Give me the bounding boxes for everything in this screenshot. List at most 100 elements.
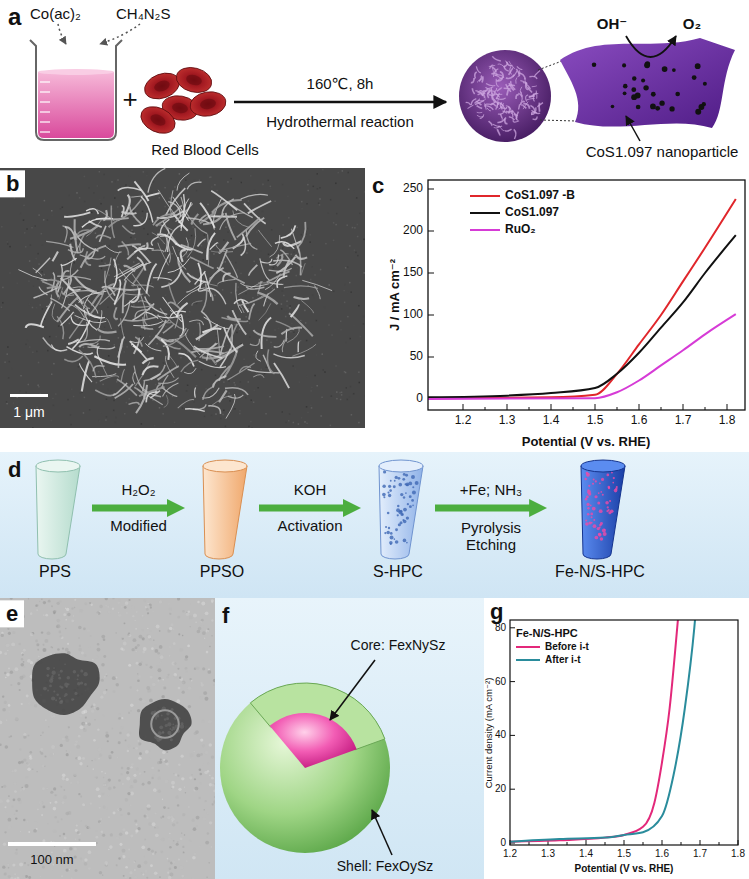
tem-noise: [189, 603, 190, 604]
nanosheet-edge: [57, 276, 91, 280]
sem-noise: [270, 186, 272, 188]
sem-noise: [200, 180, 202, 182]
sem-noise: [83, 412, 85, 414]
sem-noise: [71, 388, 73, 390]
tem-noise: [14, 813, 16, 815]
reagent-arrow: [58, 24, 66, 44]
sem-noise: [84, 176, 86, 178]
nanosheet-edge: [146, 264, 156, 294]
tem-noise: [118, 599, 121, 602]
tem-noise: [128, 634, 131, 637]
petal: [509, 68, 514, 75]
sem-noise: [215, 375, 217, 377]
nanosheet-edge: [178, 354, 193, 367]
sem-noise: [290, 331, 292, 333]
sem-noise: [102, 241, 104, 243]
tem-noise: [116, 864, 118, 866]
sem-noise: [227, 207, 229, 209]
nanosheet-edge: [208, 268, 224, 285]
tem-noise: [168, 723, 171, 726]
sem-noise: [204, 240, 206, 242]
sem-noise: [350, 291, 352, 293]
tem-noise: [8, 795, 10, 797]
nanosheet-edge: [79, 363, 92, 382]
tem-noise: [118, 857, 120, 859]
tem-noise: [159, 630, 161, 632]
tem-noise: [168, 603, 170, 605]
nanosheet-edge: [196, 325, 218, 340]
sem-noise: [8, 377, 10, 379]
sem-noise: [220, 418, 222, 420]
sem-noise: [322, 169, 324, 171]
tem-noise: [125, 876, 127, 878]
sem-noise: [185, 369, 187, 371]
tem-noise: [205, 751, 209, 755]
sem-noise: [186, 390, 188, 392]
sem-noise: [169, 197, 171, 199]
tem-noise: [105, 773, 106, 774]
sem-noise: [80, 392, 82, 394]
tem-noise: [108, 816, 110, 818]
sem-noise: [318, 202, 320, 204]
sem-noise: [107, 306, 109, 308]
sem-noise: [84, 397, 86, 399]
tem-noise: [61, 636, 64, 639]
sem-noise: [36, 351, 38, 353]
tem-noise: [99, 871, 102, 874]
red-blood-cell: [137, 102, 180, 139]
nanosheet-edge: [294, 297, 310, 299]
nanosheet-edge: [74, 231, 98, 251]
tem-noise: [6, 643, 10, 647]
tem-noise: [177, 598, 180, 601]
nanosheet-edge: [192, 301, 203, 306]
sem-noise: [44, 274, 46, 276]
tem-noise: [103, 691, 107, 695]
sem-noise: [215, 413, 217, 415]
tem-noise: [86, 705, 89, 708]
tem-noise: [12, 631, 15, 634]
nanosheet-edge: [113, 383, 127, 395]
sem-noise: [268, 254, 270, 256]
tem-noise: [125, 866, 128, 869]
tem-noise: [21, 703, 23, 705]
nanosheet-edge: [88, 343, 99, 347]
sem-noise: [331, 395, 333, 397]
sem-noise: [36, 307, 38, 309]
sem-noise: [108, 343, 110, 345]
tem-noise: [63, 613, 66, 616]
petal: [505, 129, 511, 131]
tem-noise: [131, 605, 134, 608]
nanosheet-edge: [142, 358, 153, 364]
nanosheet-edge: [121, 369, 125, 382]
nanoparticle: [631, 87, 636, 92]
sem-noise: [335, 183, 337, 185]
tem-noise: [207, 832, 209, 834]
tem-noise: [202, 817, 206, 821]
nanosheet-edge: [56, 281, 59, 297]
nanosheet-edge: [91, 284, 114, 306]
nanosheet-edge: [281, 225, 296, 238]
sem-noise: [62, 297, 64, 299]
tem-noise: [130, 781, 132, 783]
sem-noise: [322, 369, 324, 371]
sem-noise: [238, 286, 240, 288]
sem-noise: [347, 172, 349, 174]
petal: [466, 102, 471, 105]
petal: [520, 87, 522, 93]
tem-noise: [71, 877, 73, 879]
sem-noise: [205, 345, 207, 347]
tem-noise: [173, 842, 174, 843]
tem-noise: [147, 781, 151, 785]
nanosheet-edge: [200, 203, 215, 228]
nanosheet-edge: [138, 301, 152, 305]
sem-noise: [300, 320, 302, 322]
tem-noise: [68, 726, 70, 728]
nanosheet-edge: [144, 309, 148, 326]
tem-noise: [199, 845, 200, 846]
nanosheet-edge: [203, 290, 213, 301]
nanosheet-edge: [297, 222, 306, 248]
sem-noise: [106, 398, 108, 400]
nanosheet-edge: [217, 279, 235, 284]
nanosheet-edge: [62, 258, 77, 265]
tem-noise: [118, 602, 120, 604]
